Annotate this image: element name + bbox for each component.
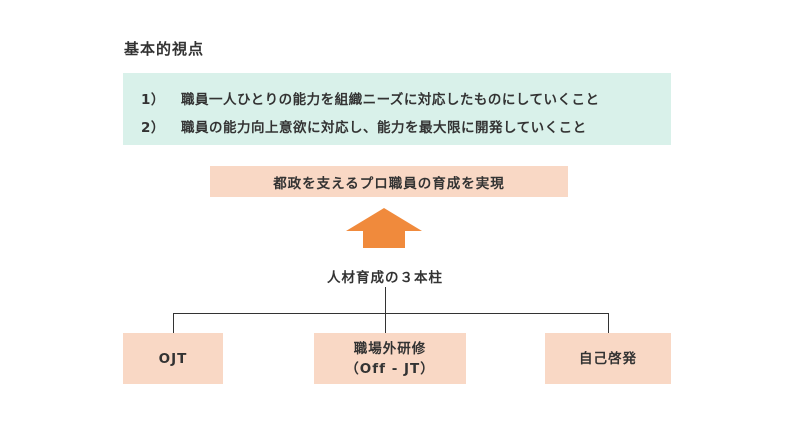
viewpoint-text-2: 職員の能力向上意欲に対応し、能力を最大限に開発していくこと (181, 120, 587, 136)
pillar-sublabel: （Off - JT） (345, 360, 435, 377)
viewpoint-number-1: 1） (141, 92, 165, 108)
viewpoint-item-2: 2） 職員の能力向上意欲に対応し、能力を最大限に開発していくこと (141, 116, 587, 136)
goal-text: 都政を支えるプロ職員の育成を実現 (273, 175, 505, 192)
goal-box: 都政を支えるプロ職員の育成を実現 (210, 166, 568, 197)
pillar-label: OJT (158, 350, 188, 367)
up-arrow-icon (346, 208, 422, 248)
viewpoint-text-1: 職員一人ひとりの能力を組織ニーズに対応したものにしていくこと (181, 92, 600, 108)
pillar-label: 職場外研修 (353, 340, 427, 357)
viewpoint-box: 1） 職員一人ひとりの能力を組織ニーズに対応したものにしていくこと 2） 職員の能力… (123, 73, 671, 145)
viewpoint-number-2: 2） (141, 120, 165, 136)
section-title: 基本的視点 (124, 40, 205, 58)
up-arrow-shape (346, 208, 422, 248)
pillars-label: 人材育成の３本柱 (327, 270, 443, 286)
pillar-self-development: 自己啓発 (545, 333, 671, 384)
pillar-off-jt: 職場外研修 （Off - JT） (314, 333, 466, 384)
pillar-label: 自己啓発 (579, 350, 637, 367)
pillar-ojt: OJT (123, 333, 223, 384)
viewpoint-item-1: 1） 職員一人ひとりの能力を組織ニーズに対応したものにしていくこと (141, 88, 600, 108)
